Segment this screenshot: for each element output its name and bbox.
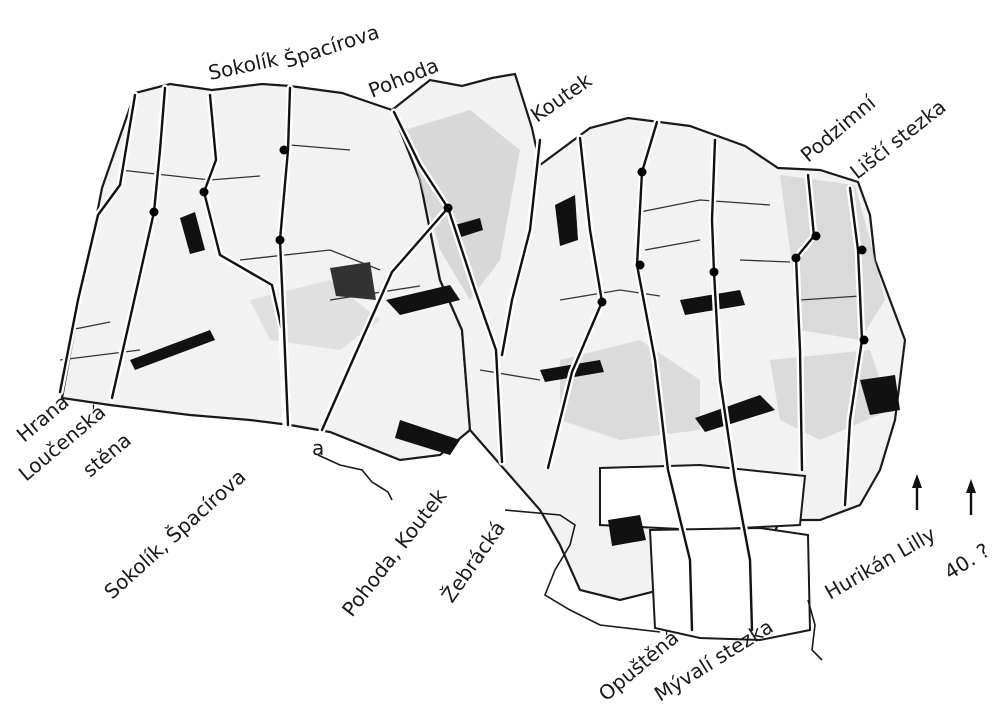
boulder-lower <box>650 528 810 640</box>
bolt-marker <box>444 204 453 213</box>
bolt-marker <box>792 254 801 263</box>
bolt-marker <box>638 168 647 177</box>
label-sokolik-spacirova: Sokolík, Špacírova <box>99 464 250 603</box>
label-zebracka: Žebrácká <box>436 516 509 606</box>
bolt-marker <box>200 188 209 197</box>
label-hurikan-lilly: Hurikán Lilly <box>821 522 940 605</box>
bolt-marker <box>812 232 821 241</box>
bolt-marker <box>860 336 869 345</box>
ground-line-left <box>318 455 392 500</box>
bolt-marker <box>710 268 719 277</box>
label-pohoda-koutek: Pohoda, Koutek <box>337 484 452 621</box>
arrowhead-forty <box>966 479 976 493</box>
arrows <box>912 474 976 515</box>
label-koutek: Koutek <box>526 68 596 127</box>
bolt-marker <box>150 208 159 217</box>
label-sokolik: Sokolík <box>206 47 281 85</box>
label-forty: 40. ? <box>940 538 994 584</box>
label-a: a <box>312 436 324 460</box>
bolt-marker <box>280 146 289 155</box>
label-spacirova: Špacírova <box>281 20 382 73</box>
bolt-marker <box>636 261 645 270</box>
arrowhead-hurikan-lilly <box>912 474 922 488</box>
bolt-marker <box>858 246 867 255</box>
bolt-marker <box>598 298 607 307</box>
bolt-marker <box>276 236 285 245</box>
